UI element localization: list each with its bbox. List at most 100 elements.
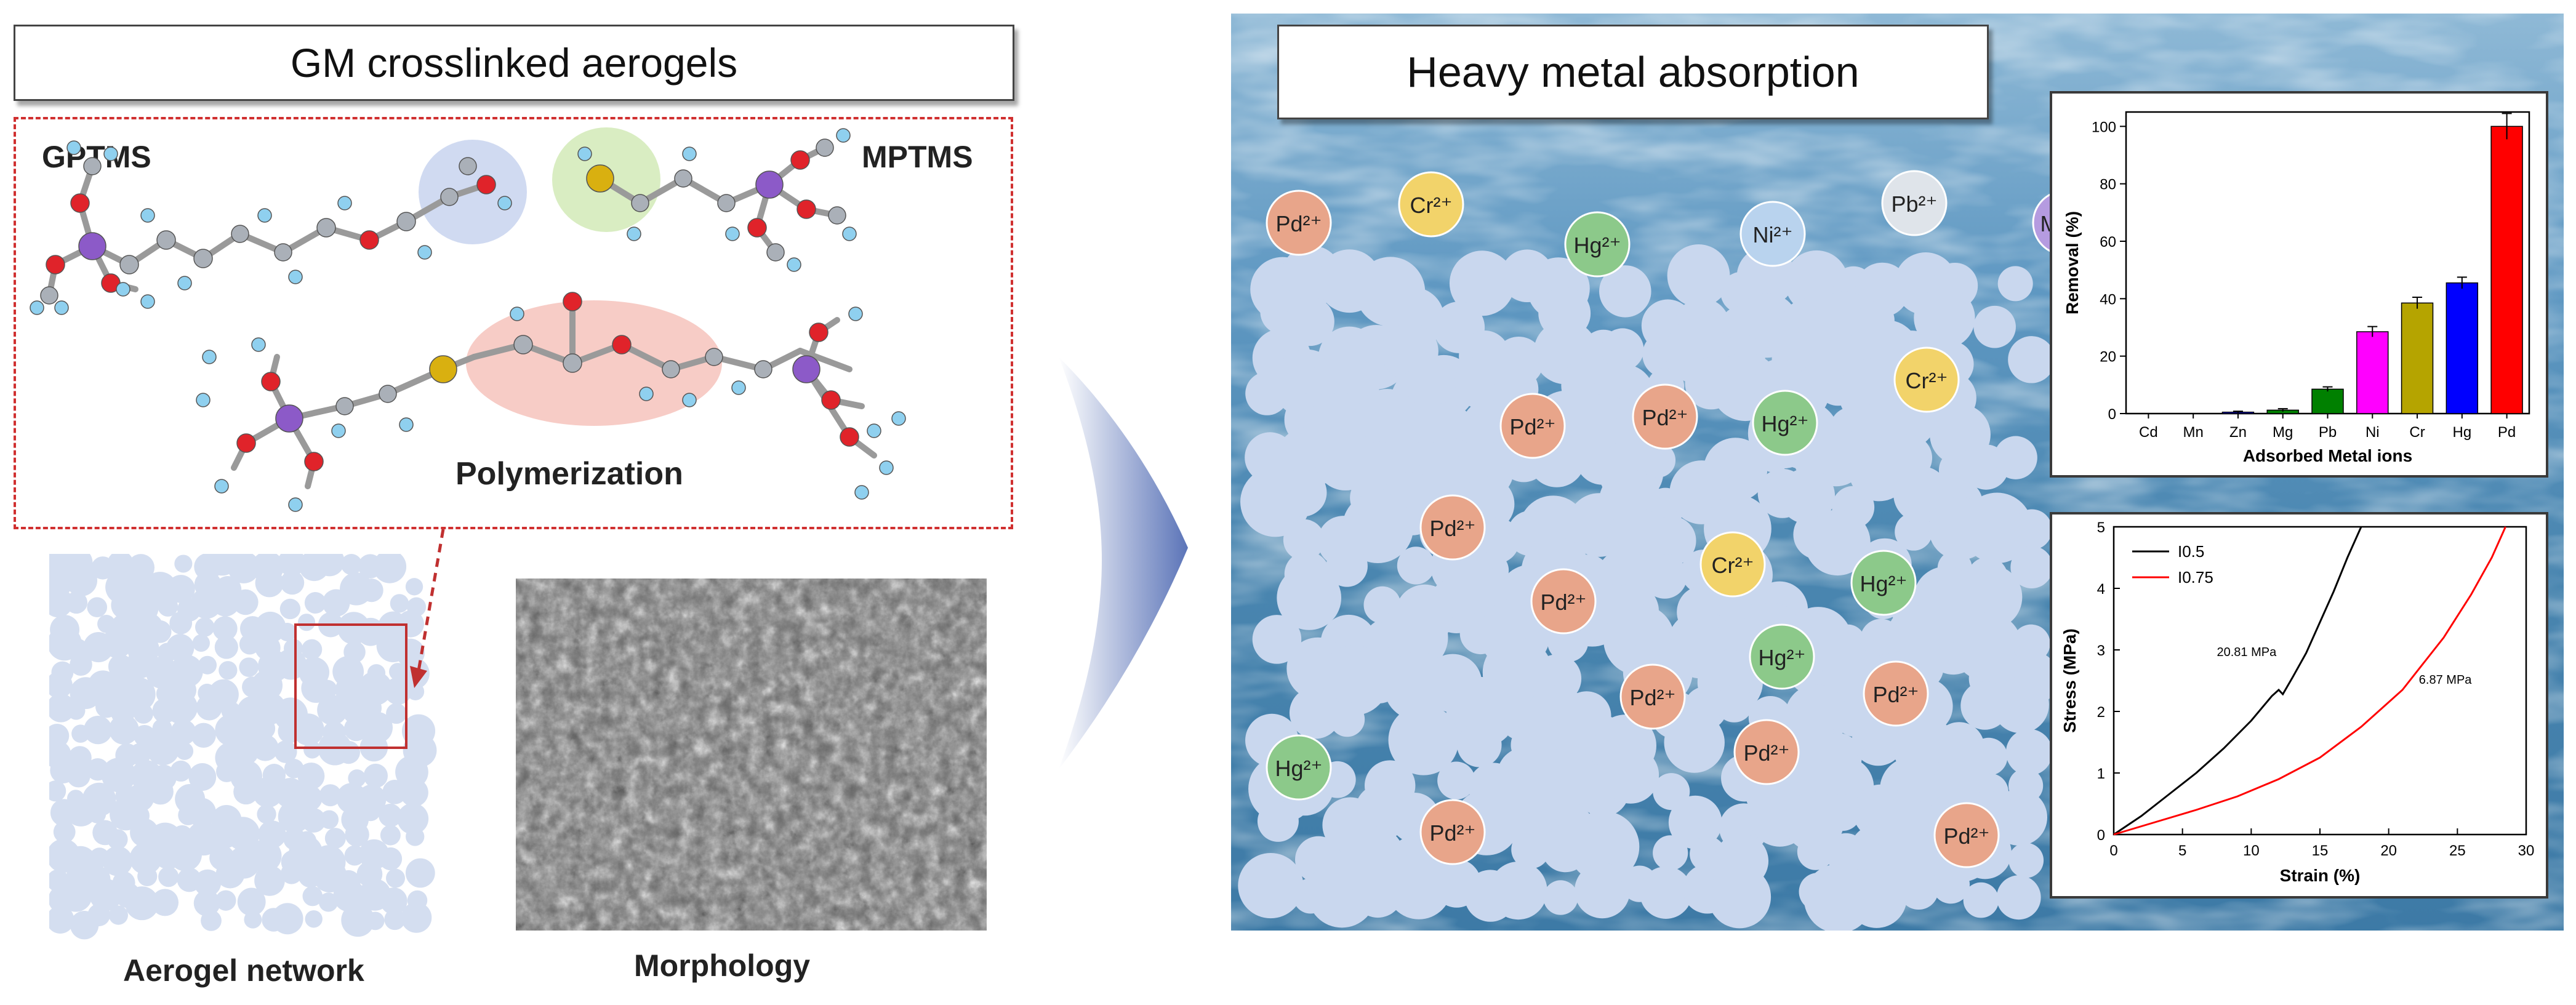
x-tick-label: 0	[2109, 843, 2117, 859]
network-particle	[1449, 250, 1515, 316]
atom	[440, 188, 459, 206]
series-line-1	[2113, 526, 2506, 836]
atom	[429, 355, 457, 383]
network-particle	[244, 910, 262, 929]
atom	[755, 170, 784, 199]
network-particle	[254, 611, 286, 643]
atom	[231, 225, 249, 243]
ion-bubble	[1564, 211, 1631, 278]
network-particle	[303, 740, 321, 759]
y-tick-label: 20	[2100, 349, 2116, 366]
network-particle	[65, 564, 98, 596]
ion-ni-top-3: Ni²⁺	[1739, 201, 1806, 267]
network-particle	[1388, 705, 1459, 775]
network-particle	[102, 846, 133, 876]
atom	[563, 353, 582, 373]
atom	[879, 460, 894, 475]
x-tick-label: Hg	[2452, 424, 2471, 441]
network-particle	[1238, 852, 1304, 919]
atom	[177, 276, 192, 290]
ion-pd-net-13: Pd²⁺	[1419, 799, 1486, 865]
linkage-highlight	[466, 300, 722, 426]
ion-label: Cr²⁺	[1712, 553, 1754, 578]
network-particle	[49, 905, 74, 934]
ion-bubble	[1266, 734, 1332, 801]
atom	[476, 175, 496, 194]
ion-hg-net-12: Hg²⁺	[1266, 734, 1332, 801]
zoom-arrow	[410, 529, 445, 688]
atom	[251, 337, 266, 352]
network-particle	[348, 769, 366, 788]
y-tick-label: 60	[2100, 234, 2116, 250]
atom	[140, 208, 155, 223]
network-particle	[1568, 811, 1640, 883]
network-particle	[1277, 566, 1342, 630]
atom	[140, 294, 155, 309]
bar-hg	[2446, 282, 2479, 414]
ion-label: Hg²⁺	[1761, 411, 1808, 436]
atom	[335, 397, 354, 415]
legend-label: I0.75	[2178, 568, 2213, 587]
x-tick-label: 25	[2449, 843, 2466, 859]
network-particle	[137, 866, 158, 886]
morphology-label: Morphology	[634, 948, 811, 983]
ion-hg-net-8: Hg²⁺	[1749, 623, 1815, 690]
network-particle	[322, 589, 350, 617]
ion-bubble	[1933, 802, 2000, 868]
atom	[288, 270, 303, 284]
network-particle	[397, 803, 429, 835]
bar-cr	[2401, 302, 2434, 414]
network-particle	[191, 723, 216, 748]
network-particle	[2008, 336, 2050, 383]
network-particle	[281, 862, 303, 884]
ion-cr-top-1: Cr²⁺	[1398, 171, 1464, 238]
atom	[577, 146, 592, 161]
y-tick-label: 80	[2100, 177, 2116, 193]
network-particle	[405, 578, 423, 596]
network-particle	[107, 829, 128, 850]
network-particle	[399, 778, 428, 807]
network-particle	[359, 579, 383, 603]
network-particle	[49, 671, 73, 699]
atom	[257, 208, 272, 223]
network-particle	[66, 764, 90, 788]
molecule-box	[14, 117, 1013, 529]
ion-cr-net-6: Cr²⁺	[1699, 531, 1766, 598]
ion-label: Pd²⁺	[1540, 590, 1586, 615]
network-particle	[1326, 545, 1368, 587]
network-particle	[67, 702, 86, 720]
network-particle	[319, 784, 342, 807]
legend-label: I0.5	[2178, 542, 2204, 561]
network-particle	[146, 732, 180, 766]
atom	[459, 157, 477, 175]
ion-bubble	[1398, 171, 1464, 238]
atom	[359, 230, 379, 250]
network-particle	[227, 734, 259, 766]
ion-bubble	[1863, 660, 1929, 727]
network-particle	[1601, 328, 1644, 371]
network-particle	[53, 820, 76, 843]
network-particle	[379, 803, 403, 827]
network-particle	[1992, 676, 2049, 734]
network-particle	[1511, 830, 1550, 869]
ion-cr-net-3: Cr²⁺	[1893, 346, 1960, 413]
network-particle	[1252, 615, 1302, 664]
network-particle	[1257, 800, 1299, 842]
network-particle	[196, 694, 223, 721]
network-particle	[192, 634, 210, 652]
network-particle	[201, 910, 222, 931]
network-particle	[1997, 266, 2033, 302]
atom	[891, 411, 906, 426]
network-particle	[101, 758, 136, 793]
network-particle	[1996, 875, 2041, 920]
mptms-label: MPTMS	[862, 140, 973, 174]
atom	[828, 206, 846, 225]
network-particle	[164, 691, 198, 724]
network-particle	[390, 594, 409, 613]
network-particle	[49, 587, 73, 618]
ion-bubble	[1632, 383, 1698, 450]
network-particle	[252, 734, 279, 761]
atom	[510, 306, 524, 321]
network-particle	[237, 887, 266, 916]
atom	[725, 226, 740, 241]
